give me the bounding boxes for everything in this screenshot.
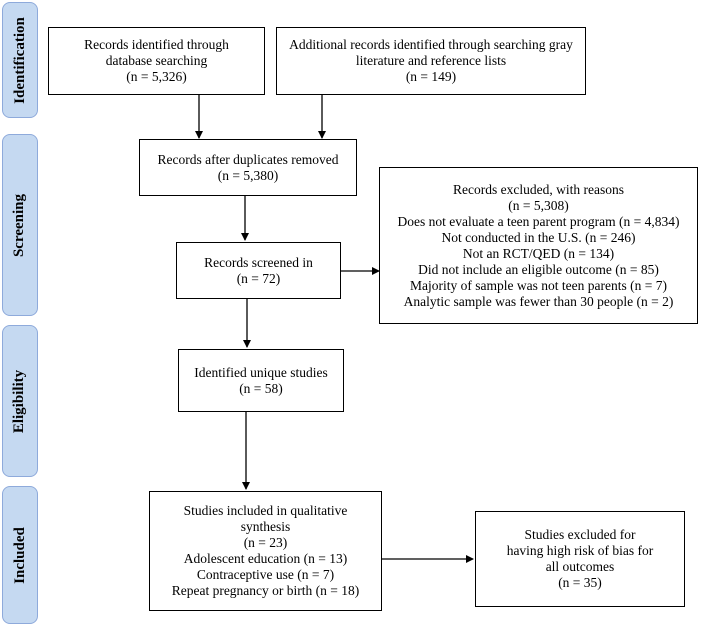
box-included-line1: Studies included in qualitative xyxy=(183,503,348,518)
phase-screening: Screening xyxy=(2,134,38,316)
box-included-line6: Repeat pregnancy or birth (n = 18) xyxy=(171,583,360,598)
box-excluded-line3: Does not evaluate a teen parent program … xyxy=(397,213,680,229)
box-included-line4: Adolescent education (n = 13) xyxy=(183,551,348,566)
box-additional-records: Additional records identified through se… xyxy=(276,27,586,95)
box-database-records: Records identified through database sear… xyxy=(48,27,265,95)
box-screened-in: Records screened in (n = 72) xyxy=(176,242,341,299)
box-additional-line2: literature and reference lists xyxy=(355,53,507,68)
box-database-line2: database searching xyxy=(105,53,208,68)
phase-eligibility: Eligibility xyxy=(2,325,38,477)
phase-included: Included xyxy=(2,486,38,624)
box-additional-line3: (n = 149) xyxy=(405,69,457,84)
box-high-bias-line4: (n = 35) xyxy=(558,575,602,590)
box-after-duplicates-line2: (n = 5,380) xyxy=(217,167,279,183)
box-high-bias-line1: Studies excluded for xyxy=(524,527,636,542)
box-excluded-line7: Majority of sample was not teen parents … xyxy=(410,277,667,293)
box-excluded-line8: Analytic sample was fewer than 30 people… xyxy=(403,293,674,309)
box-included-line3: (n = 23) xyxy=(243,535,288,550)
box-excluded-line2: (n = 5,308) xyxy=(508,197,569,213)
box-additional-line1: Additional records identified through se… xyxy=(289,37,573,52)
box-studies-included: Studies included in qualitative synthesi… xyxy=(149,491,382,611)
phase-identification: Identification xyxy=(2,2,38,118)
box-database-line1: Records identified through xyxy=(84,37,229,52)
box-excluded-line4: Not conducted in the U.S. (n = 246) xyxy=(441,229,636,245)
box-included-line2: synthesis xyxy=(240,519,291,534)
box-unique-line1: Identified unique studies xyxy=(194,364,328,380)
box-records-excluded: Records excluded, with reasons (n = 5,30… xyxy=(379,167,698,324)
box-excluded-line1: Records excluded, with reasons xyxy=(453,181,624,197)
box-screened-in-line1: Records screened in xyxy=(204,254,313,270)
box-high-bias-line2: having high risk of bias for xyxy=(506,543,654,558)
box-excluded-line6: Did not include an eligible outcome (n =… xyxy=(418,261,659,277)
box-unique-studies: Identified unique studies (n = 58) xyxy=(178,349,344,412)
box-after-duplicates-line1: Records after duplicates removed xyxy=(157,151,339,167)
box-after-duplicates: Records after duplicates removed (n = 5,… xyxy=(139,139,357,196)
box-unique-line2: (n = 58) xyxy=(239,380,283,396)
box-database-line3: (n = 5,326) xyxy=(126,69,187,84)
box-high-risk-excluded: Studies excluded for having high risk of… xyxy=(475,511,685,607)
box-included-line5: Contraceptive use (n = 7) xyxy=(196,567,335,582)
box-high-bias-line3: all outcomes xyxy=(545,559,615,574)
box-excluded-line5: Not an RCT/QED (n = 134) xyxy=(462,245,615,261)
box-screened-in-line2: (n = 72) xyxy=(236,270,281,286)
